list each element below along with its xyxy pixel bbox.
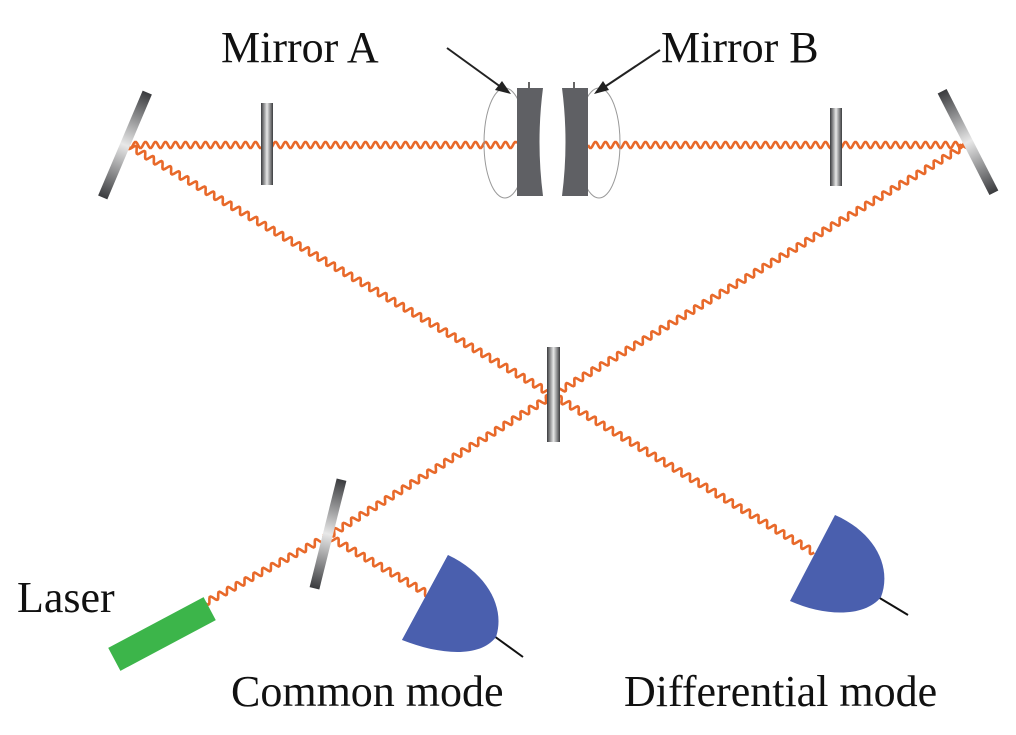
beam-segment [126,144,553,399]
beam-segment [328,536,427,598]
laser-beams [126,140,968,607]
mirror-b [562,88,588,196]
common-mode-detector [402,555,524,658]
mirror-a-label: Mirror A [221,23,379,72]
beam-segment [329,393,556,538]
laser-label: Laser [17,573,115,622]
top-right-mirror [937,88,999,196]
laser-source [108,597,216,671]
beam-segment [126,140,518,150]
beam-segment [551,394,815,556]
mirror-a-arrow [446,47,511,94]
beam-segment [586,140,966,150]
mirror-b-arrow [594,49,661,94]
mirror-a [517,88,543,196]
differential-mode-detector [790,515,909,616]
mirror-b-label: Mirror B [661,23,819,72]
right-cavity-mirror [830,108,842,186]
left-cavity-mirror [261,103,273,185]
beam-segment [204,532,332,607]
beam-segment [552,143,968,399]
top-left-mirror [98,90,152,200]
common-mode-label: Common mode [231,667,504,716]
input-beam-splitter [309,478,347,590]
center-beam-splitter [547,347,560,442]
differential-mode-label: Differential mode [624,667,937,716]
